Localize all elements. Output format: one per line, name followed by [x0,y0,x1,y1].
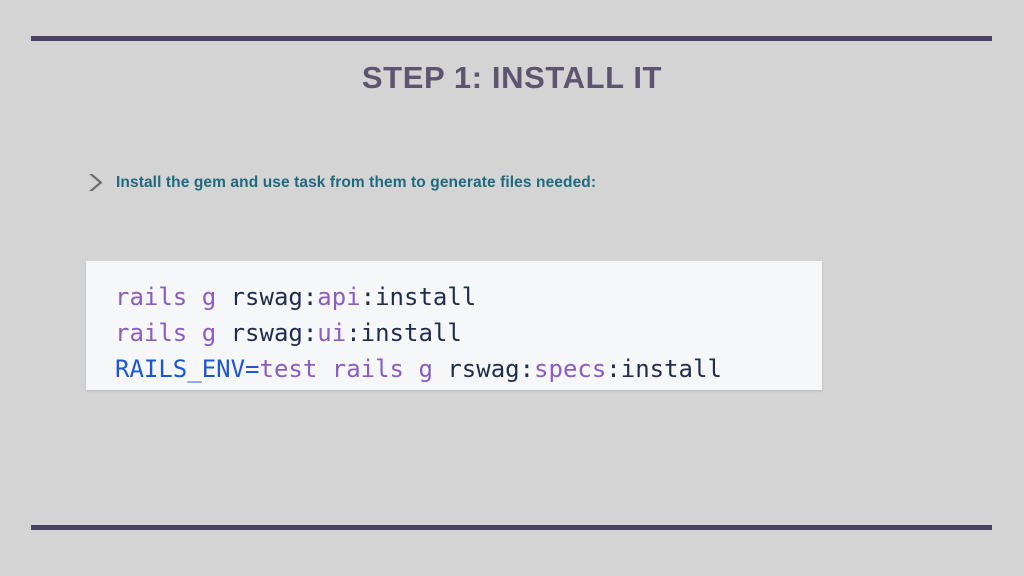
code-line: rails g rswag:api:install [115,279,794,315]
code-token: rswag: [230,283,318,311]
code-token: :install [346,319,462,347]
code-token: rails g [115,283,231,311]
code-token: :install [606,355,722,383]
top-divider-rule [31,36,992,41]
code-token: rswag: [230,319,318,347]
chevron-right-icon [86,171,104,195]
bottom-divider-rule [31,525,992,530]
code-block: rails g rswag:api:install rails g rswag:… [86,261,822,390]
bullet-item-label: Install the gem and use task from them t… [116,174,597,191]
code-token: test rails g [259,355,448,383]
code-token: rswag: [447,355,535,383]
code-token: ui [317,319,347,347]
code-token: rails g [115,319,231,347]
bullet-item: Install the gem and use task from them t… [86,171,596,195]
code-token: RAILS_ENV= [115,355,260,383]
code-token: specs [534,355,607,383]
page-title: STEP 1: INSTALL IT [361,60,663,95]
code-token: :install [360,283,477,311]
code-token: api [317,283,361,311]
code-line: RAILS_ENV=test rails g rswag:specs:insta… [115,351,794,387]
code-line: rails g rswag:ui:install [115,315,794,351]
